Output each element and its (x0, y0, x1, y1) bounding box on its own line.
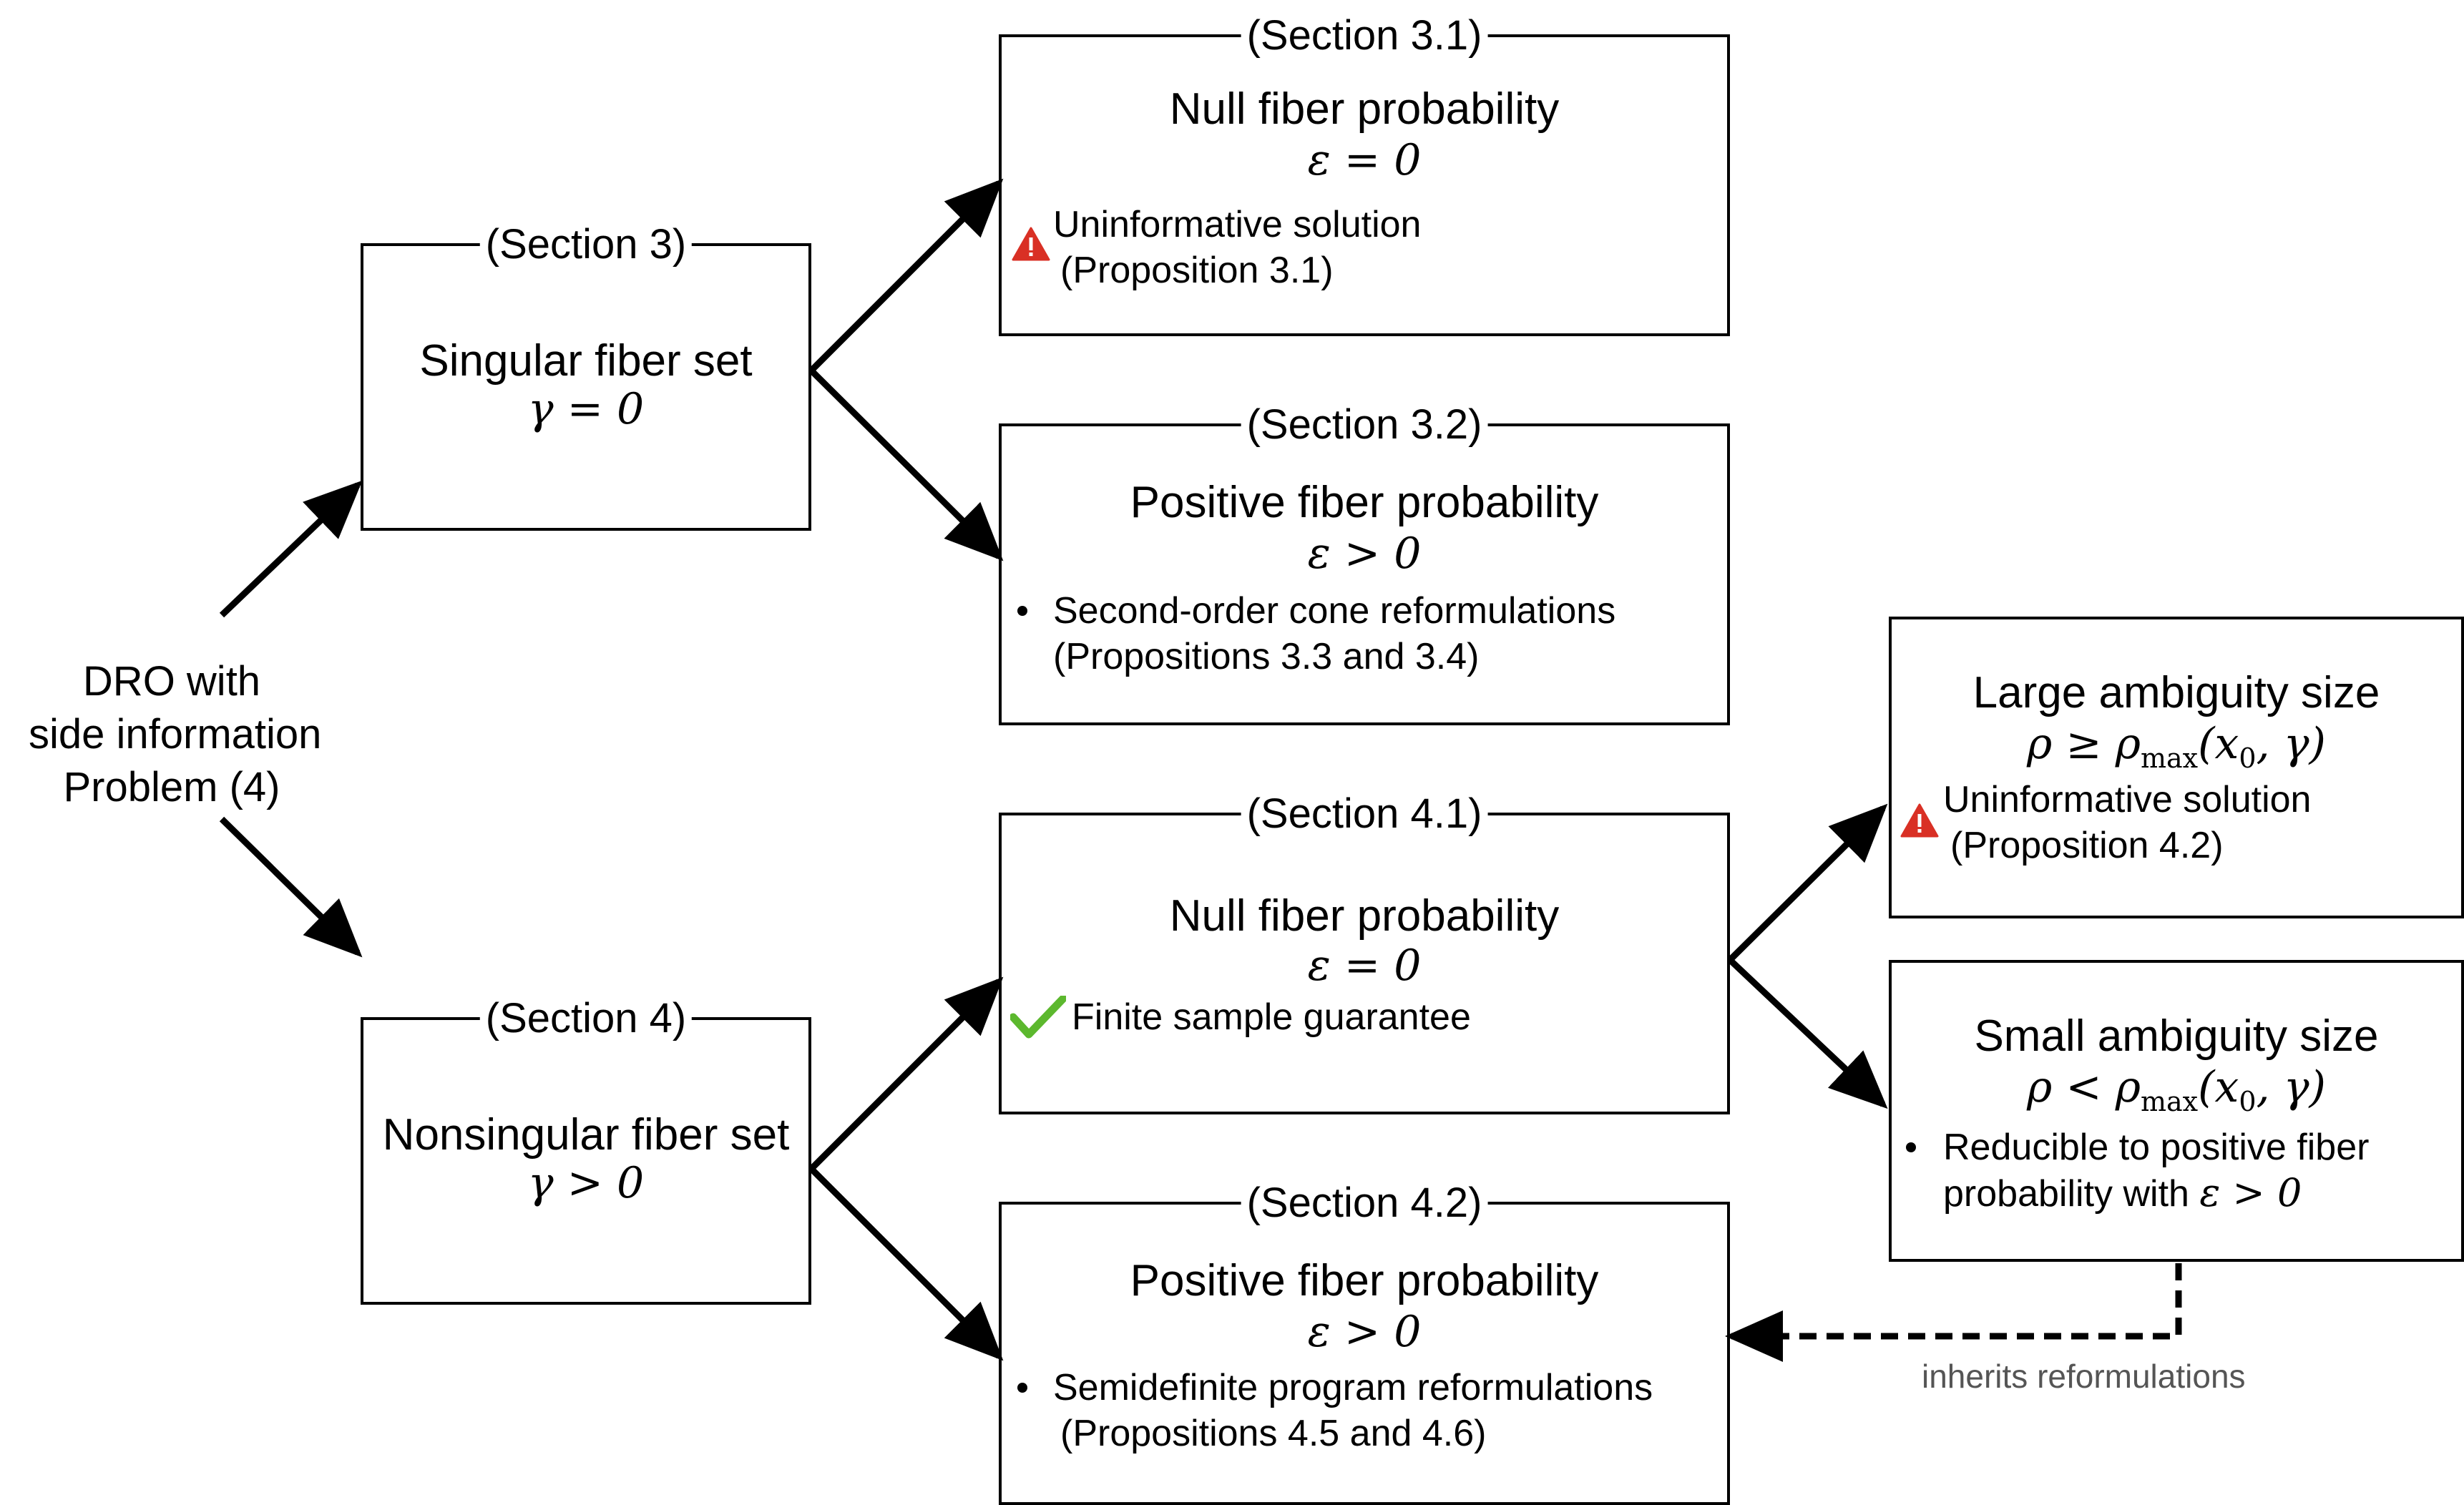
math-subscript-2: 0 (2239, 1086, 2257, 1117)
result-line-1: Uninformative solution (1053, 204, 1422, 245)
arrow-singular-to-s32 (808, 368, 1004, 562)
bullet-icon (1017, 1383, 1027, 1393)
root-line-3: Problem (4) (63, 764, 280, 810)
section-3-2-box: (Section 3.2) Positive fiber probability… (999, 402, 1730, 725)
warning-triangle-icon (1012, 227, 1050, 261)
bullet-icon (1017, 606, 1027, 616)
section-tag: (Section 3) (479, 222, 693, 268)
result-line-2: (Proposition 4.2) (1950, 825, 2224, 866)
arrow-root-to-singular (219, 480, 363, 618)
result-line-1: Semidefinite program reformulations (1053, 1367, 1653, 1408)
box-math: ε > 0 (1307, 529, 1422, 579)
section-3-1-box: (Section 3.1) Null fiber probability ε =… (999, 13, 1730, 336)
box-title: Small ambiguity size (1974, 1011, 2379, 1061)
small-ambiguity-box: Small ambiguity size ρ < ρmax(x0, γ) Red… (1889, 960, 2464, 1262)
result-line-2-math: ε > 0 (2199, 1170, 2302, 1215)
arrow-singular-to-s31 (808, 178, 1004, 373)
math-lhs: ρ < ρ (2027, 1062, 2141, 1112)
math-subscript-2: 0 (2239, 742, 2257, 774)
nonsingular-fiber-box: (Section 4) Nonsingular fiber set γ > 0 (361, 996, 811, 1305)
arrow-root-to-nonsingular (219, 816, 363, 958)
root-node: DRO with side information Problem (4) (29, 655, 322, 814)
math-end: , γ) (2256, 719, 2326, 769)
math-lhs: ρ ≥ ρ (2027, 719, 2141, 769)
math-subscript: max (2140, 1086, 2199, 1117)
singular-fiber-box: (Section 3) Singular fiber set γ = 0 (361, 222, 811, 531)
root-line-2: side information (29, 711, 322, 758)
result-line-1: Second-order cone reformulations (1053, 590, 1616, 632)
result-line-1: Finite sample guarantee (1072, 996, 1471, 1038)
box-math: ρ < ρmax(x0, γ) (1892, 1063, 2461, 1126)
math-subscript: max (2140, 742, 2199, 774)
arrow-nonsingular-to-s42 (808, 1166, 1004, 1361)
result-line-2: (Propositions 3.3 and 3.4) (1053, 636, 1480, 677)
section-tag: (Section 4.2) (1241, 1180, 1488, 1226)
section-4-2-box: (Section 4.2) Positive fiber probability… (999, 1180, 1730, 1505)
section-4-1-box: (Section 4.1) Null fiber probability ε =… (999, 791, 1730, 1114)
box-title: Nonsingular fiber set (382, 1110, 790, 1160)
result-line-1: Uninformative solution (1943, 779, 2312, 820)
warning-triangle-icon (1900, 803, 1939, 838)
box-title: Positive fiber probability (1130, 478, 1599, 527)
box-math: γ > 0 (527, 1158, 645, 1208)
math-end: , γ) (2256, 1062, 2326, 1112)
result-line-2: (Proposition 3.1) (1060, 250, 1334, 291)
box-title: Null fiber probability (1169, 84, 1560, 134)
inherits-note: inherits reformulations (1922, 1358, 2246, 1395)
box-math: ε > 0 (1307, 1307, 1422, 1357)
math-rhs: (x (2198, 719, 2239, 769)
box-title: Null fiber probability (1169, 891, 1560, 941)
section-tag: (Section 4.1) (1241, 791, 1488, 837)
section-tag: (Section 4) (479, 996, 693, 1041)
box-math: ε = 0 (1307, 941, 1422, 991)
arrow-nonsingular-to-s41 (808, 976, 1004, 1172)
box-math: γ = 0 (527, 384, 645, 434)
checkmark-icon (1010, 996, 1066, 1039)
result-line-2-text: probability with (1943, 1173, 2189, 1215)
box-title: Positive fiber probability (1130, 1256, 1599, 1305)
math-rhs: (x (2198, 1062, 2239, 1112)
root-line-1: DRO with (82, 658, 261, 705)
arrow-s41-to-large (1727, 803, 1888, 963)
bullet-icon (1906, 1142, 1916, 1152)
box-title: Large ambiguity size (1972, 668, 2380, 717)
result-line-2: probability with ε > 0 (1943, 1170, 2302, 1217)
box-title: Singular fiber set (419, 336, 753, 386)
box-math: ε = 0 (1307, 135, 1422, 185)
box-math: ρ ≥ ρmax(x0, γ) (1892, 720, 2461, 783)
section-tag: (Section 3.2) (1241, 402, 1488, 448)
large-ambiguity-box: Large ambiguity size ρ ≥ ρmax(x0, γ) Uni… (1889, 617, 2464, 918)
result-line-2: (Propositions 4.5 and 4.6) (1060, 1413, 1487, 1454)
section-tag: (Section 3.1) (1241, 13, 1488, 59)
arrow-s41-to-small (1727, 957, 1888, 1109)
result-line-1: Reducible to positive fiber (1943, 1127, 2370, 1168)
dashed-arrow-small-to-s42 (1725, 1263, 2182, 1362)
